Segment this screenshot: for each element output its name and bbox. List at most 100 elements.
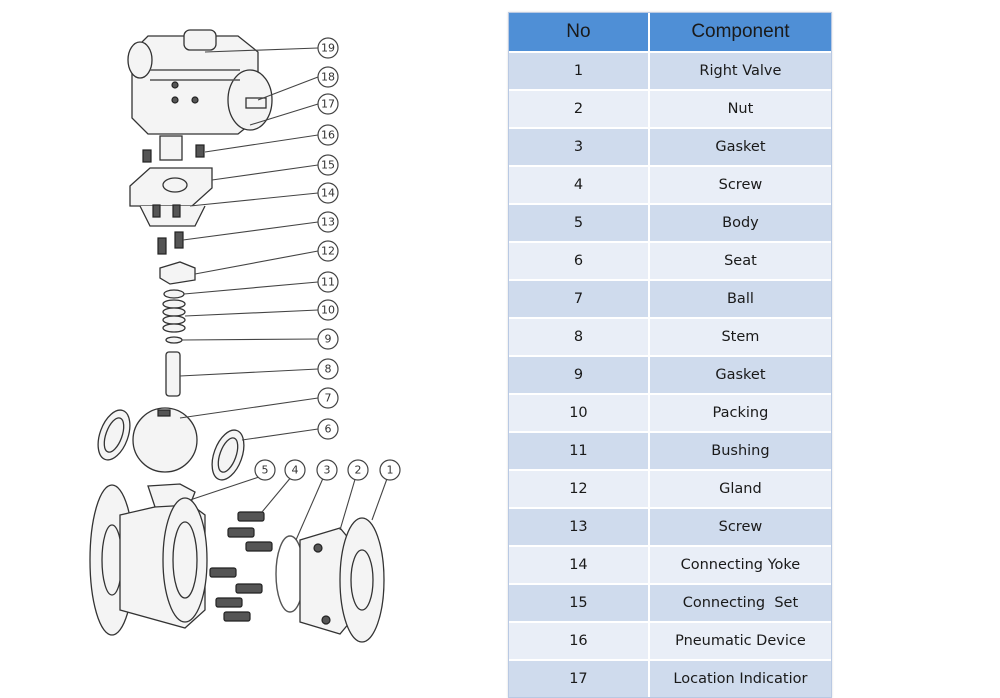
cell-component: Stem — [648, 317, 831, 356]
ball-and-seats-drawing — [97, 407, 245, 481]
callout-8: 8 — [317, 358, 339, 380]
cell-component: Gasket — [648, 127, 831, 166]
cell-component: Screw — [648, 165, 831, 204]
svg-text:4: 4 — [292, 464, 299, 477]
cell-component: Connecting Set — [648, 583, 831, 622]
header-no: No — [509, 13, 650, 52]
callout-19: 19 — [317, 37, 339, 59]
header-component: Component — [648, 13, 831, 52]
svg-text:5: 5 — [262, 464, 269, 477]
callout-13: 13 — [317, 211, 339, 233]
callout-4: 4 — [284, 459, 306, 481]
svg-text:13: 13 — [321, 216, 335, 229]
callout-1: 1 — [379, 459, 401, 481]
callout-16: 16 — [317, 124, 339, 146]
cell-no: 17 — [509, 659, 650, 697]
cell-no: 5 — [509, 203, 650, 242]
cell-component: Body — [648, 203, 831, 242]
callout-2: 2 — [347, 459, 369, 481]
cell-no: 3 — [509, 127, 650, 166]
cell-no: 6 — [509, 241, 650, 280]
svg-text:3: 3 — [324, 464, 331, 477]
cell-component: Seat — [648, 241, 831, 280]
stem-stack-drawing — [159, 261, 196, 397]
callout-17: 17 — [317, 93, 339, 115]
cell-no: 14 — [509, 545, 650, 584]
svg-text:17: 17 — [321, 98, 335, 111]
cell-component: Connecting Yoke — [648, 545, 831, 584]
callout-3: 3 — [316, 459, 338, 481]
cell-no: 10 — [509, 393, 650, 432]
cell-component: Screw — [648, 507, 831, 546]
cell-no: 4 — [509, 165, 650, 204]
svg-text:7: 7 — [325, 392, 332, 405]
cell-component: Gland — [648, 469, 831, 508]
cell-component: Gasket — [648, 355, 831, 394]
cell-no: 12 — [509, 469, 650, 508]
cell-component: Nut — [648, 89, 831, 128]
cell-component: Location Indicatior — [648, 659, 831, 697]
cell-no: 16 — [509, 621, 650, 660]
svg-text:6: 6 — [325, 423, 332, 436]
callout-10: 10 — [317, 299, 339, 321]
callout-7: 7 — [317, 387, 339, 409]
callout-12: 12 — [317, 240, 339, 262]
callout-14: 14 — [317, 182, 339, 204]
callout-11: 11 — [317, 271, 339, 293]
right-valve-drawing — [275, 517, 385, 643]
svg-text:14: 14 — [321, 187, 335, 200]
cell-component: Packing — [648, 393, 831, 432]
callout-6: 6 — [317, 418, 339, 440]
svg-text:18: 18 — [321, 71, 335, 84]
svg-text:8: 8 — [325, 363, 332, 376]
cell-no: 7 — [509, 279, 650, 318]
svg-text:11: 11 — [321, 276, 335, 289]
bolts-drawing — [209, 511, 273, 622]
cell-component: Bushing — [648, 431, 831, 470]
valve-body-drawing — [89, 483, 208, 636]
table-header-row: No Component — [509, 13, 831, 52]
leader-lines — [179, 47, 389, 541]
connecting-set-drawing — [129, 135, 213, 255]
callout-5: 5 — [254, 459, 276, 481]
svg-text:9: 9 — [325, 333, 332, 346]
svg-text:10: 10 — [321, 304, 335, 317]
callout-9: 9 — [317, 328, 339, 350]
svg-text:19: 19 — [321, 42, 335, 55]
cell-component: Right Valve — [648, 51, 831, 90]
cell-component: Pneumatic Device — [648, 621, 831, 660]
exploded-valve-diagram: 19 18 17 16 15 14 13 12 11 10 9 8 7 6 5 … — [89, 29, 401, 643]
cell-no: 9 — [509, 355, 650, 394]
callout-18: 18 — [317, 66, 339, 88]
cell-no: 13 — [509, 507, 650, 546]
svg-text:2: 2 — [355, 464, 362, 477]
cell-no: 8 — [509, 317, 650, 356]
svg-text:1: 1 — [387, 464, 394, 477]
callout-15: 15 — [317, 154, 339, 176]
svg-text:15: 15 — [321, 159, 335, 172]
cell-no: 11 — [509, 431, 650, 470]
cell-no: 1 — [509, 51, 650, 90]
cell-no: 15 — [509, 583, 650, 622]
cell-component: Ball — [648, 279, 831, 318]
svg-text:12: 12 — [321, 245, 335, 258]
cell-no: 2 — [509, 89, 650, 128]
